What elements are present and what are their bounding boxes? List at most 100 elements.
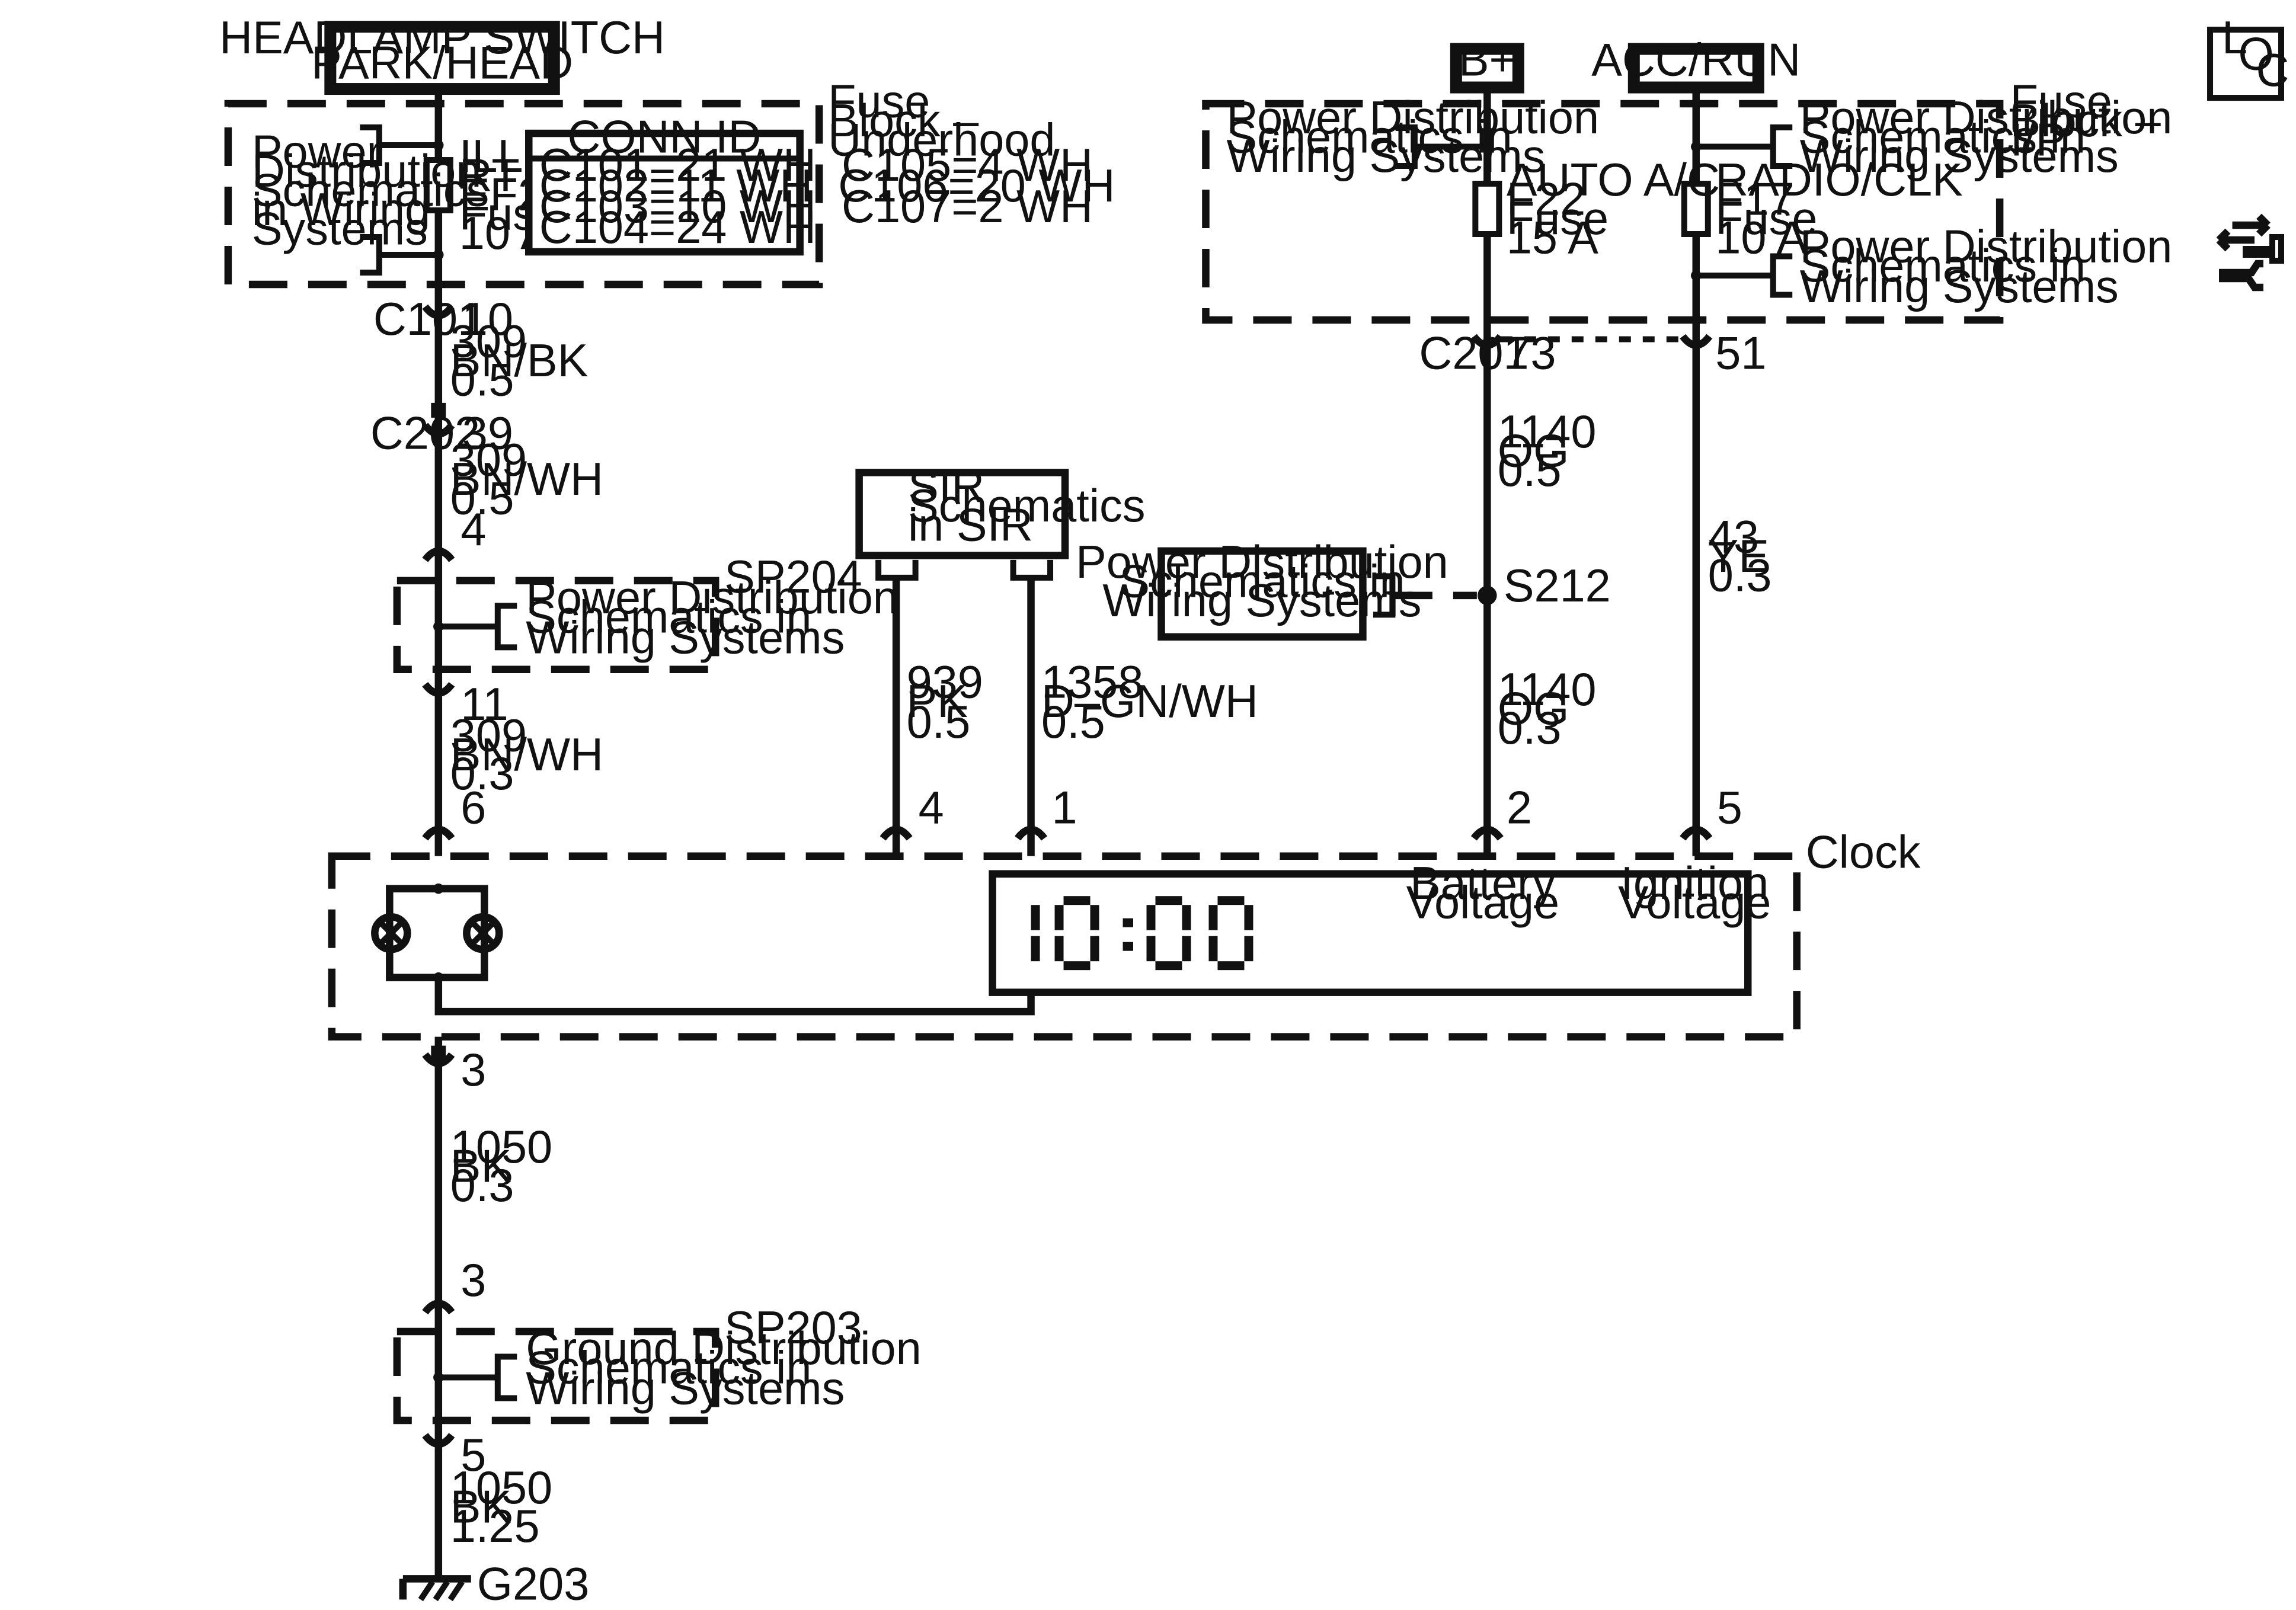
pd-ref-ip-right-bottom-3: Wiring Systems — [1800, 261, 2119, 312]
digit-0-segment-a — [1155, 896, 1182, 905]
sp204-bracket — [438, 603, 517, 651]
c201-connector-icon-51 — [1680, 334, 1713, 349]
digit-0-segment-e — [1146, 936, 1156, 962]
fuse-f22-label-2: F22 — [1507, 174, 1586, 225]
pd-ref-ip-left-1: Power Distribution — [1226, 92, 1599, 143]
conn-id-table: CONN ID C101=21 WH C105=4 WH C102=11 WH … — [525, 112, 1115, 256]
headlamp-switch-label-1: HEADLAMP SWITCH — [219, 12, 665, 63]
conn-id-row-1: C101=21 WH C105=4 WH — [539, 140, 1093, 191]
loc-icon[interactable]: L O C — [2207, 12, 2289, 101]
wire-1358-1: 1358 — [1041, 657, 1143, 708]
pd-bracket-upper — [360, 124, 439, 167]
sir-port-left — [875, 559, 919, 581]
display-colon-dot-2 — [1123, 942, 1134, 951]
digit-0-segment-c — [1244, 936, 1253, 962]
exchange-wrench-icon[interactable] — [2216, 213, 2285, 292]
digit-0-segment-d — [1217, 961, 1245, 971]
fuse-block-underhood-title-2: Block – — [828, 95, 979, 146]
pd-bracket-ip-right-top — [1696, 124, 1793, 169]
display-colon-dot-1 — [1123, 918, 1134, 927]
pd-ref-underhood-4: in Wiring — [252, 184, 430, 235]
acc-run-box: ACC/RUN — [1591, 35, 1801, 94]
clock-pin-5: 5 — [1717, 783, 1742, 834]
wire-309-bnwh-b-1: 309 — [450, 710, 527, 761]
clock-pin-6: 6 — [461, 783, 486, 834]
sp204-out-connector-icon — [422, 681, 455, 697]
fuse-f22-label-4: 15 A — [1507, 212, 1598, 263]
battery-voltage-label-1: Battery — [1410, 858, 1556, 909]
sp203-ref-2: Schematics in — [526, 1342, 811, 1393]
sir-label-3: in SIR — [908, 500, 1033, 550]
loc-letter-c: C — [2256, 45, 2289, 96]
wire-939-1: 939 — [907, 657, 983, 708]
fuse-f22-label-3: Fuse — [1507, 193, 1609, 244]
clock-display-panel — [989, 870, 1752, 996]
digit-1-segment-b — [1031, 905, 1040, 930]
conn-id-row-4: C104=24 WH — [539, 202, 816, 253]
wire-1140-a-2: OG — [1498, 425, 1569, 476]
wire-1050-bk-a-1: 1050 — [450, 1122, 552, 1173]
wire-309-bnwh-b-2: BN/WH — [450, 729, 603, 780]
pd-ref-underhood-5: Systems — [252, 203, 428, 254]
splice-dot-lower — [433, 249, 444, 260]
conn-id-row-2: C102=11 WH C106=20 WH — [539, 161, 1115, 212]
wire-1358-2: D–GN/WH — [1041, 676, 1258, 727]
sp203-bracket — [438, 1353, 517, 1401]
s212-ref-2: Schematics in — [1119, 556, 1405, 607]
lamp-left-icon — [371, 913, 411, 953]
wire-939-3: 0.5 — [907, 697, 971, 748]
pd-ref-underhood: Power Distribution Schematics in Wiring … — [252, 127, 489, 255]
clock-pin-5-connector-icon — [1680, 825, 1713, 841]
clock-pin-3: 3 — [461, 1045, 486, 1096]
sp204-in-connector-icon — [422, 547, 455, 562]
left-circuit: C101 10 309 BN/BK 0.5 C202 39 309 BN/WH … — [370, 89, 922, 1609]
wire-1050-bk-a-2: BK — [450, 1141, 511, 1192]
fuse-f17-label-2: F17 — [1715, 174, 1795, 225]
c201-pin-73: 73 — [1505, 328, 1556, 379]
seven-segment-display — [1031, 896, 1253, 971]
digit-0-segment-b — [1244, 905, 1253, 930]
sir-block: SIR Schematics in SIR 939 PK 0.5 1358 D–… — [855, 461, 1258, 856]
fuse-block-ip: Fuse Block – I/P Power Distribution Sche… — [1202, 76, 2172, 324]
sp204-ref-2: Schematics in — [526, 591, 811, 642]
wire-1050-bk-b-3: 1.25 — [450, 1501, 540, 1552]
clock-pin-2: 2 — [1507, 783, 1532, 834]
clock-label: Clock — [1806, 827, 1921, 878]
digit-1-segment-c — [1031, 936, 1040, 962]
wire-43-3: 0.3 — [1708, 550, 1772, 601]
pd-ref-ip-left-2: Schematics in — [1226, 112, 1512, 163]
digit-0-segment-e — [1054, 936, 1064, 962]
fuse-f17-label-1: RADIO/CLK — [1715, 155, 1963, 206]
c202-connector-icon — [431, 402, 446, 418]
digit-0-segment-c — [1090, 936, 1099, 962]
pd-bracket-ip-right-bottom — [1696, 253, 1793, 298]
wire-1140-a-1: 1140 — [1498, 406, 1597, 457]
wire-309-bnwh-a-2: BN/WH — [450, 454, 603, 505]
sp203-label: SP203 — [724, 1302, 862, 1353]
s212-ref-1: Power Distribution — [1076, 537, 1448, 588]
lamp-return-wire — [434, 977, 1035, 1016]
wire-43-2: YE — [1708, 531, 1769, 582]
sp204-label: SP204 — [724, 552, 862, 603]
pd-ref-ip-right-top-3: Wiring Systems — [1800, 131, 2119, 182]
clock-pin-1: 1 — [1052, 783, 1077, 834]
digit-0-segment-b — [1182, 905, 1191, 930]
sir-port-right — [1010, 559, 1054, 581]
sir-label-2: Schematics — [908, 481, 1145, 532]
c201-connector-icon-73 — [1470, 334, 1504, 349]
digit-0-segment-c — [1182, 936, 1191, 962]
fuse-f17-label-4: 10 A — [1715, 212, 1807, 263]
acc-run-label: ACC/RUN — [1591, 35, 1801, 86]
clock-pin-4-connector-icon — [880, 825, 913, 841]
wire-939-1358 — [892, 577, 1035, 856]
sp204-ref-1: Power Distribution — [526, 572, 898, 623]
conn-id-row-3: C103=10 WH C107=2 WH — [539, 181, 1093, 232]
wire-309-bnbk-1: 309 — [450, 316, 527, 367]
wire-1140-b-3: 0.3 — [1498, 703, 1562, 754]
wire-939-2: PK — [907, 676, 968, 727]
b-plus-label: B+ — [1459, 35, 1516, 86]
clock-pin-6-connector-icon — [422, 825, 455, 841]
pd-ref-ip-right-top-2: Schematics in — [1800, 112, 2086, 163]
c101-pin: 10 — [462, 294, 513, 345]
sp203-ref-3: Wiring Systems — [526, 1363, 845, 1414]
